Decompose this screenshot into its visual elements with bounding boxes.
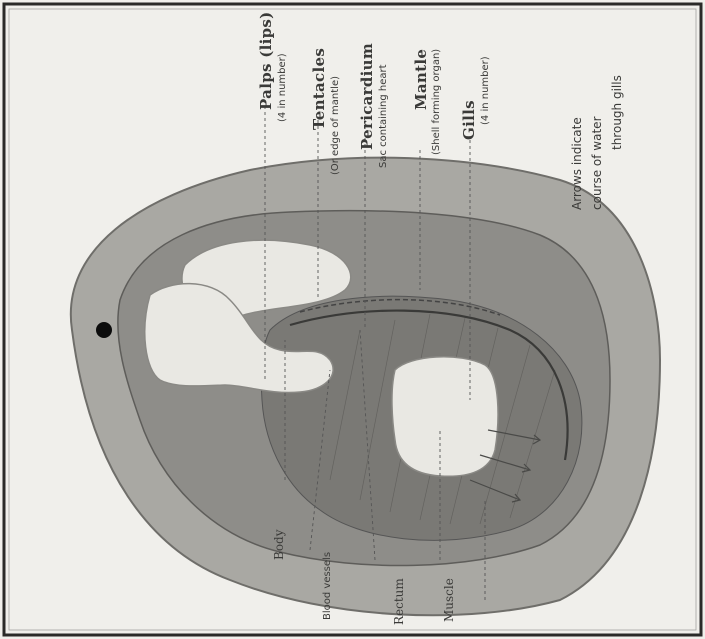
label-arrows-line2: course of water [590,117,604,211]
label-gills: Gills [460,100,478,140]
label-arrows-line3: through gills [610,75,624,150]
label-pericardium-note: Sac containing heart [378,64,389,168]
label-palps-note: (4 in number) [277,53,288,122]
label-arrows-line1: Arrows indicate [570,117,584,210]
label-pericardium: Pericardium [358,43,376,150]
label-tentacles: Tentacles [310,48,328,130]
label-rectum: Rectum [392,578,406,625]
eye-spot [96,322,112,338]
label-body: Body [272,529,286,560]
label-blood-vessels: Blood vessels [322,552,333,620]
label-mantle-note: (Shell forming organ) [431,49,442,155]
label-palps: Palps (lips) [257,11,275,110]
label-mantle: Mantle [412,49,430,110]
label-muscle: Muscle [442,578,456,622]
muscle-block [392,357,498,477]
label-tentacles-note: (Or edge of mantle) [330,76,341,175]
label-gills-note: (4 in number) [480,56,491,125]
